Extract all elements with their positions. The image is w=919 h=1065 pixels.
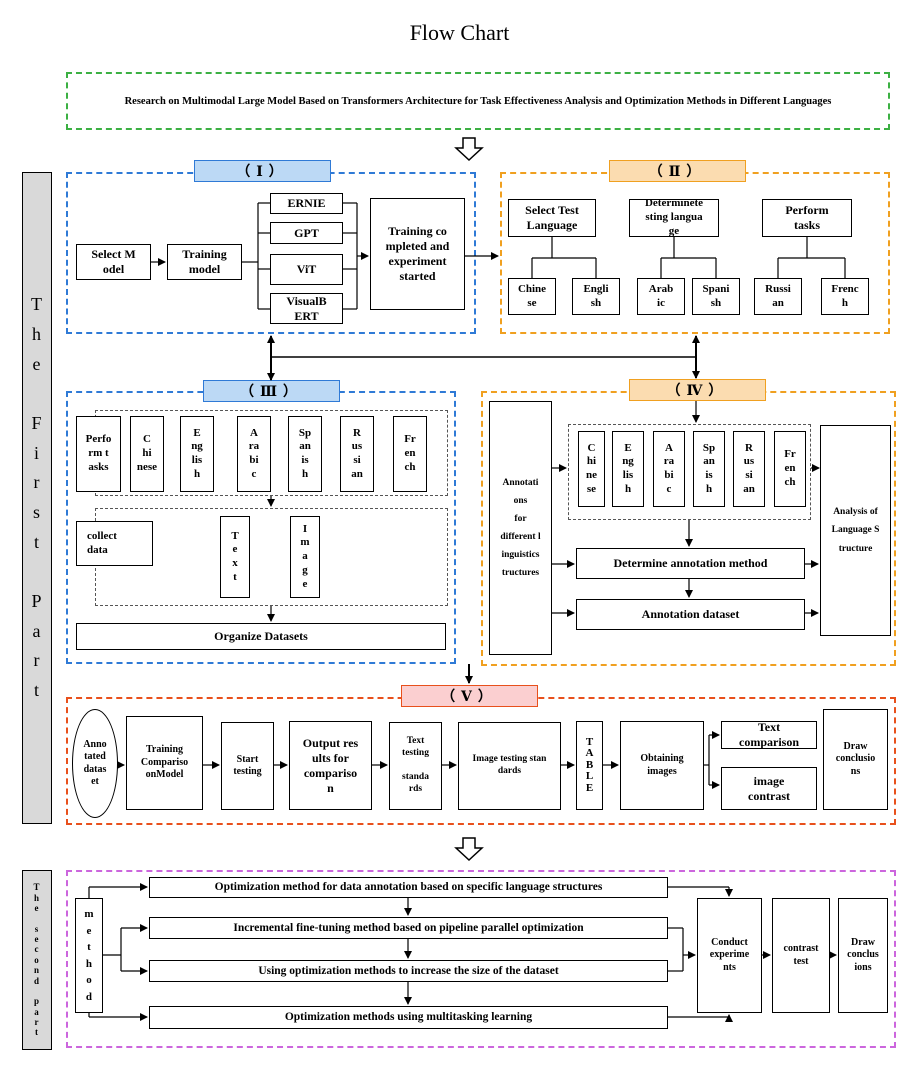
first-part-label: T h e F i r s t P a r t [22, 172, 52, 824]
conduct-experiments-box: Conduct experime nts [697, 898, 762, 1013]
lang-arabic-box: Arab ic [637, 278, 685, 315]
model-visualbert-box: VisualB ERT [270, 293, 343, 324]
annotations-box: Annotati ons for different l inguistics … [489, 401, 552, 655]
s3-russian-box: R us si an [340, 416, 374, 492]
lang-spanish-box: Spani sh [692, 278, 740, 315]
section5-tag: （Ⅴ） [401, 685, 538, 707]
image-testing-box: Image testing stan dards [458, 722, 561, 810]
second-part-text: T h e s e c o n d p a r t [33, 882, 41, 1038]
s4-spanish-box: Sp an is h [693, 431, 725, 507]
s3-perform-tasks-box: Perfo rm t asks [76, 416, 121, 492]
method-box: m e t h o d [75, 898, 103, 1013]
select-test-language-box: Select Test Language [508, 199, 596, 237]
s3-chinese-box: C hi nese [130, 416, 164, 492]
text-testing-box: Text testing standa rds [389, 722, 442, 810]
analysis-structure-box: Analysis of Language S tructure [820, 425, 891, 636]
start-testing-box: Start testing [221, 722, 274, 810]
text-comparison-box: Text comparison [721, 721, 817, 749]
s4-french-box: Fr en ch [774, 431, 806, 507]
s4-english-box: E ng lis h [612, 431, 644, 507]
model-gpt-box: GPT [270, 222, 343, 244]
table-box: T A B L E [576, 721, 603, 810]
optimization-3-box: Using optimization methods to increase t… [149, 960, 668, 982]
part2-frame [66, 870, 896, 1048]
lang-chinese-box: Chine se [508, 278, 556, 315]
output-results-box: Output res ults for compariso n [289, 721, 372, 810]
page-title: Flow Chart [409, 20, 510, 45]
section2-tag: （Ⅱ） [609, 160, 746, 182]
s4-arabic-box: A ra bi c [653, 431, 685, 507]
training-completed-box: Training co mpleted and experiment start… [370, 198, 465, 310]
research-title: Research on Multimodal Large Model Based… [124, 95, 832, 107]
training-model-box: Training model [167, 244, 242, 280]
perform-tasks-box: Perform tasks [762, 199, 852, 237]
s3-french-box: Fr en ch [393, 416, 427, 492]
lang-french-box: Frenc h [821, 278, 869, 315]
s4-russian-box: R us si an [733, 431, 765, 507]
first-part-text: T h e F i r s t P a r t [31, 294, 43, 701]
training-comparison-box: Training Compariso onModel [126, 716, 203, 810]
determine-testing-language-box: Determinete sting langua ge [629, 199, 719, 237]
image-box: I m a g e [290, 516, 320, 598]
model-vit-box: ViT [270, 254, 343, 285]
determine-annotation-box: Determine annotation method [576, 548, 805, 579]
lang-english-box: Engli sh [572, 278, 620, 315]
s4-chinese-box: C hi ne se [578, 431, 605, 507]
s3-arabic-box: A ra bi c [237, 416, 271, 492]
select-model-box: Select M odel [76, 244, 151, 280]
research-title-frame [66, 72, 890, 130]
s3-spanish-box: Sp an is h [288, 416, 322, 492]
hollow-arrow-1 [454, 137, 484, 162]
s3-english-box: E ng lis h [180, 416, 214, 492]
collect-data-box: collect data [76, 521, 153, 566]
organize-datasets-box: Organize Datasets [76, 623, 446, 650]
section1-tag: （Ⅰ） [194, 160, 331, 182]
second-part-label: T h e s e c o n d p a r t [22, 870, 52, 1050]
image-contrast-box: image contrast [721, 767, 817, 810]
model-ernie-box: ERNIE [270, 193, 343, 214]
section4-tag: （Ⅳ） [629, 379, 766, 401]
draw-conclusions-box: Draw conclusio ns [823, 709, 888, 810]
lang-russian-box: Russi an [754, 278, 802, 315]
obtaining-images-box: Obtaining images [620, 721, 704, 810]
optimization-4-box: Optimization methods using multitasking … [149, 1006, 668, 1029]
annotation-dataset-box: Annotation dataset [576, 599, 805, 630]
optimization-2-box: Incremental fine-tuning method based on … [149, 917, 668, 939]
hollow-arrow-2 [454, 837, 484, 862]
optimization-1-box: Optimization method for data annotation … [149, 877, 668, 898]
text-box: T e x t [220, 516, 250, 598]
section4-lang-frame [568, 424, 811, 520]
part2-draw-conclusions-box: Draw conclus ions [838, 898, 888, 1013]
